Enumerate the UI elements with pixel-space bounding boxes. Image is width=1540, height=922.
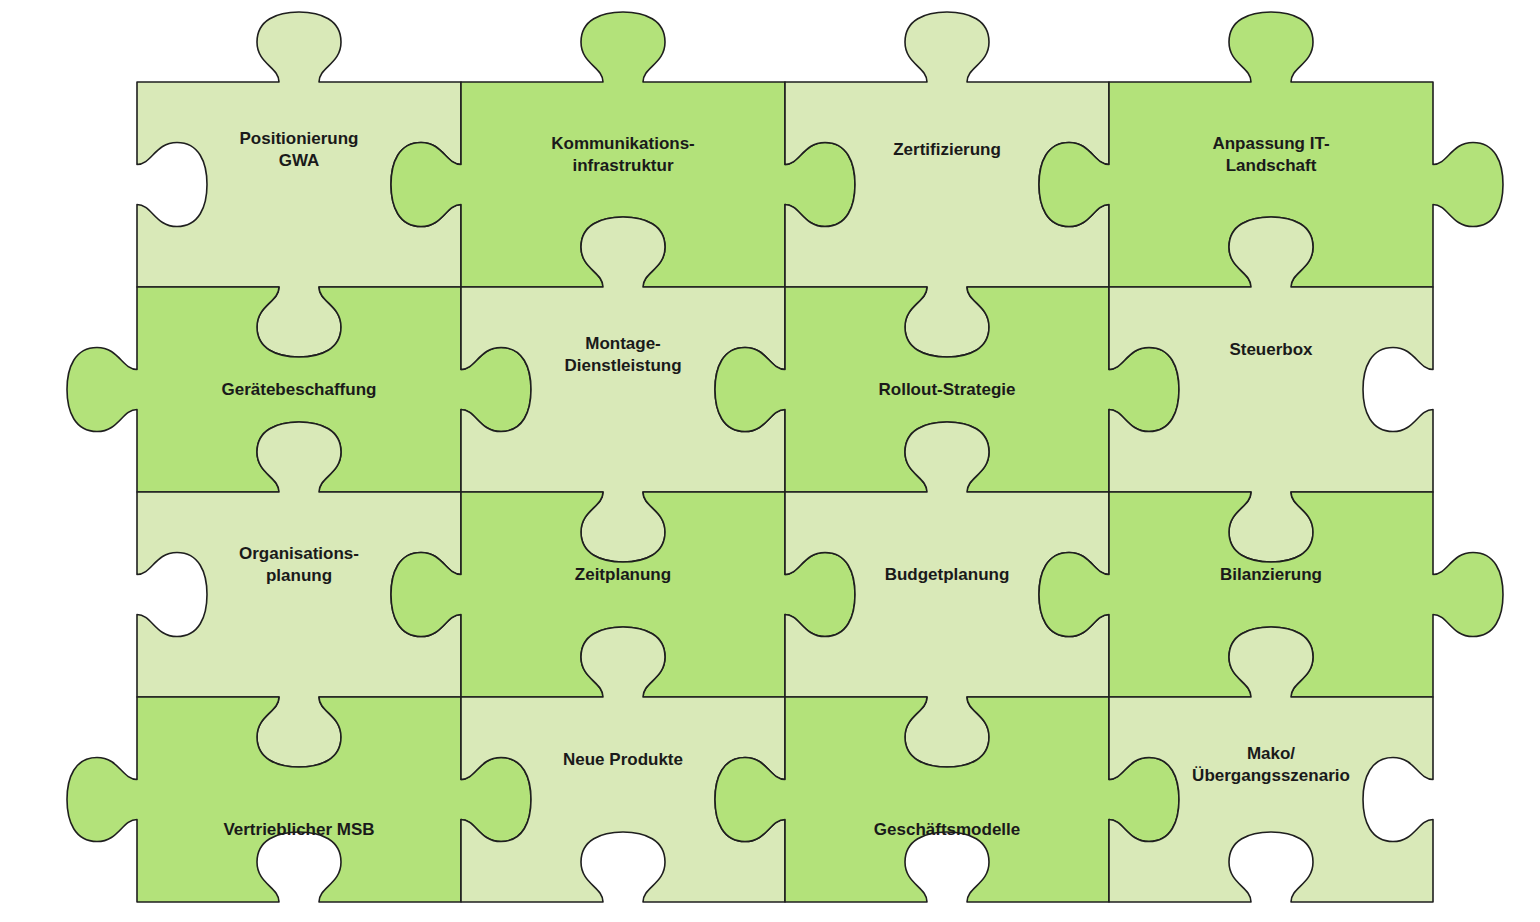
piece-label: Mako/ Übergangsszenario [1184, 743, 1359, 787]
piece-label: Budgetplanung [885, 564, 1010, 586]
puzzle-piece: Steuerbox [1109, 287, 1433, 492]
piece-label: Vertrieblicher MSB [223, 819, 374, 841]
puzzle-piece: Mako/ Übergangsszenario [1109, 697, 1433, 902]
piece-label: Anpassung IT-Landschaft [1211, 133, 1331, 177]
piece-outline [785, 697, 1109, 902]
piece-label: Gerätebeschaffung [222, 379, 377, 401]
piece-label: Geschäftsmodelle [874, 819, 1020, 841]
piece-outline [1109, 697, 1433, 902]
piece-label: Neue Produkte [563, 749, 683, 771]
piece-label: Bilanzierung [1220, 564, 1322, 586]
puzzle-piece: Geschäftsmodelle [785, 697, 1109, 902]
piece-outline [137, 697, 461, 902]
piece-label: Zeitplanung [575, 564, 671, 586]
piece-label: Steuerbox [1229, 339, 1312, 361]
piece-label: Rollout-Strategie [879, 379, 1016, 401]
piece-label: Kommunikations- infrastruktur [543, 133, 703, 177]
piece-label: Positionierung GWA [229, 128, 369, 172]
piece-shape [1109, 627, 1433, 902]
piece-outline [1109, 287, 1433, 492]
piece-label: Montage- Dienstleistung [553, 333, 693, 377]
puzzle-piece: Vertrieblicher MSB [137, 697, 461, 902]
piece-label: Zertifizierung [893, 139, 1001, 161]
piece-label: Organisations- planung [234, 543, 364, 587]
